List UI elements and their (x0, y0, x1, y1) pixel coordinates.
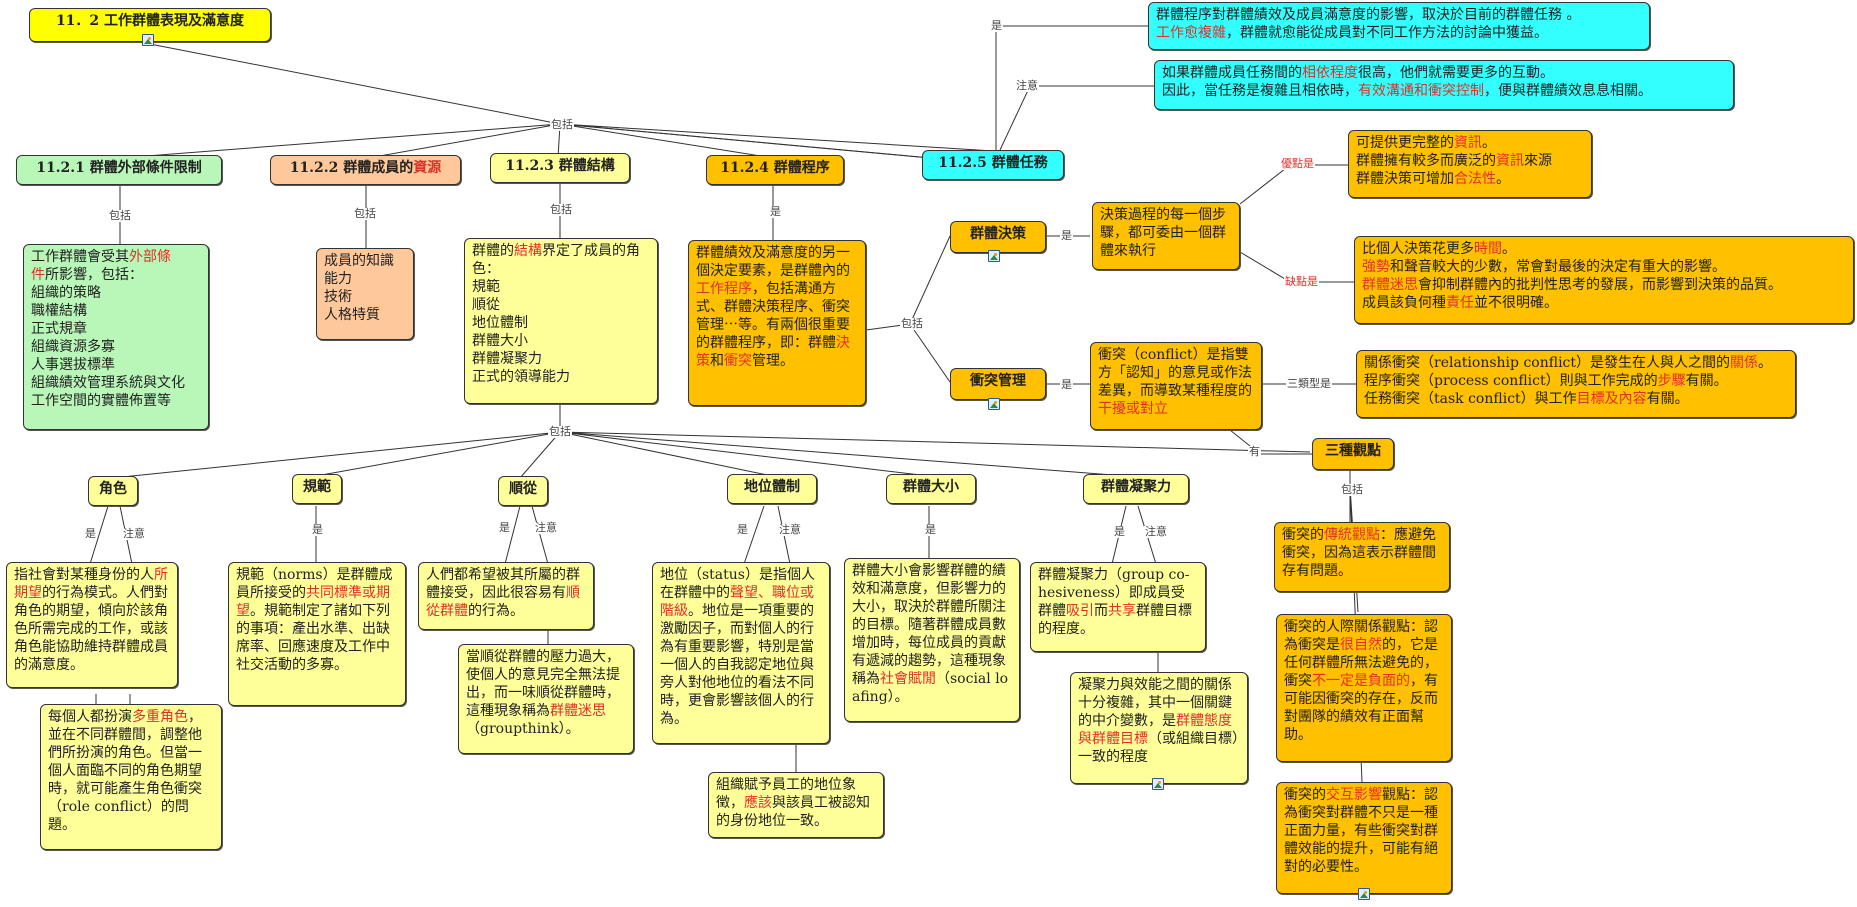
decision-pros[interactable]: 可提供更完整的資訊。 群體擁有較多而廣泛的資訊來源 群體決策可增加合法性。 (1348, 130, 1592, 198)
section-group-process[interactable]: 11.2.4 群體程序 (706, 155, 844, 185)
label-note-cohesion: 注意 (1144, 525, 1168, 538)
topic-three-views[interactable]: 三種觀點 (1312, 438, 1394, 470)
label-pros: 優點是 (1280, 157, 1315, 170)
label-note-conformity: 注意 (534, 521, 558, 534)
conflict-definition[interactable]: 衝突（conflict）是指雙方「認知」的意見或作法差異，而導致某種程度的干擾或… (1090, 342, 1262, 430)
topic-role[interactable]: 角色 (88, 476, 138, 506)
section-member-resources[interactable]: 11.2.2 群體成員的資源 (270, 155, 461, 185)
topic-group-cohesion[interactable]: 群體凝聚力 (1083, 474, 1189, 504)
picture-icon (1152, 778, 1164, 790)
label-has: 有 (1248, 445, 1261, 458)
norms-definition[interactable]: 規範（norms）是群體成員所接受的共同標準或期望。規範制定了諸如下列的事項：產… (228, 562, 406, 706)
label-is-status: 是 (736, 523, 749, 536)
picture-icon (1358, 888, 1370, 900)
topic-conformity[interactable]: 順從 (498, 476, 548, 506)
label-cons: 缺點是 (1284, 275, 1319, 288)
group-task-detail-1[interactable]: 群體程序對群體績效及成員滿意度的影響，取決於目前的群體任務 。 工作愈複雜，群體… (1148, 2, 1650, 50)
label-is-cohesion: 是 (1113, 525, 1126, 538)
label-is-conflict: 是 (1060, 378, 1073, 391)
cohesion-definition[interactable]: 群體凝聚力（group co-hesiveness）即成員受群體吸引而共享群體目… (1030, 562, 1206, 652)
group-process-detail[interactable]: 群體績效及滿意度的另一個決定要素，是群體內的工作程序，包括溝通方式、群體決策程序… (688, 240, 866, 406)
section-group-task[interactable]: 11.2.5 群體任務 (922, 150, 1064, 180)
label-include-resources: 包括 (353, 207, 377, 220)
decision-cons[interactable]: 比個人決策花更多時間。 強勢和聲音較大的少數，常會對最後的決定有重大的影響。 群… (1354, 236, 1854, 324)
status-note[interactable]: 組織賦予員工的地位象徵，應該與該員工被認知的身份地位一致。 (708, 772, 884, 838)
topic-status-system[interactable]: 地位體制 (727, 474, 817, 504)
external-conditions-detail[interactable]: 工作群體會受其外部條 件所影響，包括： 組織的策略 職權結構 正式規章 組織資源… (23, 244, 209, 430)
topic-group-decision[interactable]: 群體決策 (950, 221, 1046, 253)
label-is-conformity: 是 (498, 521, 511, 534)
topic-conflict-management[interactable]: 衝突管理 (950, 368, 1046, 400)
label-include-structure-children: 包括 (548, 425, 572, 438)
label-note-status: 注意 (778, 523, 802, 536)
group-task-detail-2[interactable]: 如果群體成員任務間的相依程度很高，他們就需要更多的互動。 因此，當任務是複雜且相… (1154, 60, 1734, 110)
picture-icon (988, 398, 1000, 410)
conformity-note[interactable]: 當順從群體的壓力過大，使個人的意見完全無法提出，而一味順從群體時，這種現象稱為群… (458, 644, 634, 754)
decision-definition[interactable]: 決策過程的每一個步驟，都可委由一個群體來執行 (1092, 202, 1240, 270)
label-is-process: 是 (769, 205, 782, 218)
member-resources-detail[interactable]: 成員的知識 能力 技術 人格特質 (316, 248, 414, 340)
label-is-norms: 是 (311, 523, 324, 536)
topic-norms[interactable]: 規範 (292, 474, 342, 504)
label-is-role: 是 (84, 527, 97, 540)
role-definition[interactable]: 指社會對某種身份的人所期望的行為模式。人們對角色的期望，傾向於該角色所需完成的工… (6, 562, 178, 688)
label-include-structure: 包括 (549, 203, 573, 216)
label-note-role: 注意 (122, 527, 146, 540)
section-group-structure[interactable]: 11.2.3 群體結構 (490, 153, 630, 183)
role-note[interactable]: 每個人都扮演多重角色，並在不同群體間，調整他們所扮演的角色。但當一個人面臨不同的… (40, 704, 222, 850)
label-three-types: 三類型是 (1286, 377, 1332, 390)
picture-icon (142, 34, 154, 46)
group-size-definition[interactable]: 群體大小會影響群體的績效和滿意度，但影響力的大小，取決於群體所關注的目標。隨著群… (844, 558, 1020, 722)
status-definition[interactable]: 地位（status）是指個人在群體中的聲望、職位或階級。地位是一項重要的激勵因子… (652, 562, 830, 744)
label-is-task: 是 (990, 19, 1003, 32)
group-structure-detail[interactable]: 群體的結構界定了成員的角色： 規範 順從 地位體制 群體大小 群體凝聚力 正式的… (464, 238, 658, 404)
label-include-process: 包括 (900, 317, 924, 330)
section-external-conditions[interactable]: 11.2.1 群體外部條件限制 (16, 155, 222, 185)
view-interactionist[interactable]: 衝突的交互影響觀點：認為衝突對群體不只是一種正面力量，有些衝突對群體效能的提升，… (1276, 782, 1452, 894)
label-include-external: 包括 (108, 209, 132, 222)
label-include-views: 包括 (1340, 483, 1364, 496)
cohesion-note[interactable]: 凝聚力與效能之間的關係十分複雜，其中一個關鍵的中介變數，是群體態度與群體目標（或… (1070, 672, 1248, 784)
label-note-task: 注意 (1015, 79, 1039, 92)
label-include-root: 包括 (550, 118, 574, 131)
picture-icon (988, 250, 1000, 262)
root-title: 11．2 工作群體表現及滿意度 (55, 13, 245, 29)
view-traditional[interactable]: 衝突的傳統觀點：應避免衝突，因為這表示群體間存有問題。 (1274, 522, 1450, 592)
label-is-size: 是 (924, 523, 937, 536)
topic-group-size[interactable]: 群體大小 (886, 474, 976, 504)
conflict-types[interactable]: 關係衝突（relationship conflict）是發生在人與人之間的關係。… (1356, 350, 1796, 418)
view-human-relations[interactable]: 衝突的人際關係觀點：認為衝突是很自然的，它是任何群體所無法避免的，衝突不一定是負… (1276, 614, 1452, 762)
conformity-definition[interactable]: 人們都希望被其所屬的群體接受，因此很容易有順從群體的行為。 (418, 562, 594, 630)
label-is-decision: 是 (1060, 229, 1073, 242)
